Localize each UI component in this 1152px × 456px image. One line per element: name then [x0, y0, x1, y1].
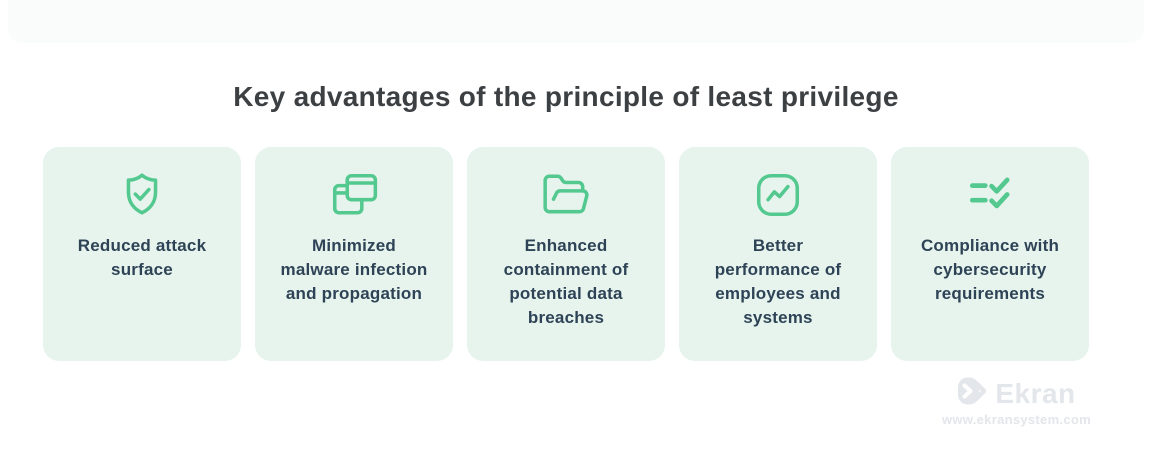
browser-windows-icon [255, 169, 453, 221]
page-title: Key advantages of the principle of least… [233, 81, 899, 112]
watermark-url: www.ekransystem.com [941, 412, 1091, 427]
ekran-logo-icon [957, 377, 988, 410]
open-folder-icon [467, 169, 665, 221]
top-panel-edge [8, 0, 1144, 43]
brand-watermark: Ekran www.ekransystem.com [942, 377, 1091, 427]
shield-check-icon [43, 169, 241, 221]
checklist-icon [891, 169, 1089, 221]
brand-row: Ekran [942, 377, 1091, 410]
trend-chart-icon [679, 169, 877, 221]
brand-name: Ekran [995, 377, 1076, 409]
